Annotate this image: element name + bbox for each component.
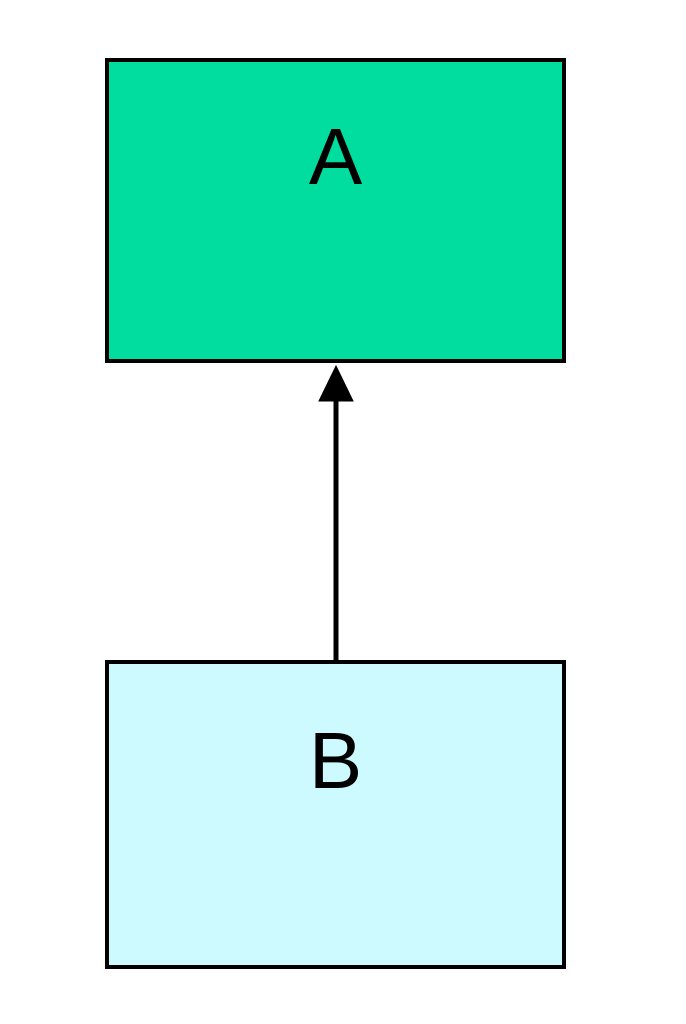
node-b-label: B — [308, 715, 363, 805]
edge-b-to-a[interactable] — [318, 364, 354, 662]
node-a-label: A — [308, 111, 363, 201]
edge-arrowhead-icon — [318, 364, 354, 402]
node-b[interactable]: B — [105, 660, 566, 969]
node-a[interactable]: A — [105, 58, 566, 363]
